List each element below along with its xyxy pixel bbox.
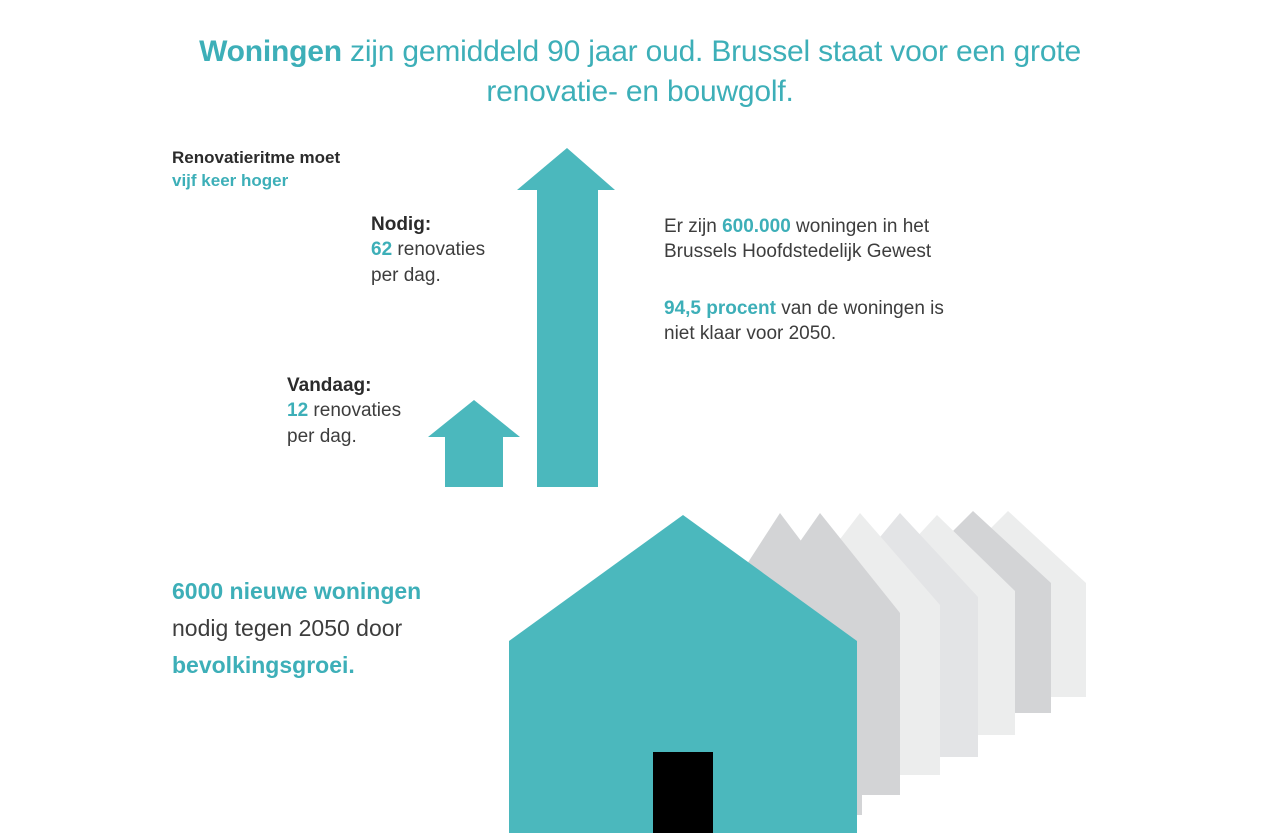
stock-pre: Er zijn (664, 216, 723, 237)
page-title: Woningen zijn gemiddeld 90 jaar oud. Bru… (150, 32, 1130, 112)
background-house-icon-3 (832, 513, 978, 757)
featured-house-icon (509, 515, 857, 833)
stock-post: woningen in het (790, 216, 930, 237)
today-line-3: per dag. (287, 425, 357, 447)
featured-house-group (509, 515, 857, 833)
readiness-post: van de woningen is (775, 298, 944, 319)
background-house-icon-4 (869, 515, 1015, 735)
needed-line-3: per dag. (371, 264, 441, 286)
background-house-icon-0 (712, 513, 862, 815)
housing-stock-paragraph: Er zijn 600.000 woningen in het Brussels… (664, 214, 1034, 265)
readiness-paragraph: 94,5 procent van de woningen is niet kla… (664, 296, 1034, 347)
background-house-icon-5 (905, 511, 1051, 713)
population-growth-paragraph: 6000 nieuwe woningen nodig tegen 2050 do… (172, 573, 512, 683)
renovation-rate-line-1: Renovatieritme moet (172, 148, 341, 167)
growth-line-2: nodig tegen 2050 door (172, 614, 403, 641)
growth-line-3: bevolkingsgroei. (172, 651, 355, 678)
readiness-value: 94,5 procent (664, 298, 776, 319)
background-house-icon-1 (752, 513, 900, 795)
background-house-icon-6 (940, 511, 1086, 697)
needed-heading: Nodig: (371, 214, 432, 235)
stock-value: 600.000 (722, 216, 791, 237)
growth-line-1: 6000 nieuwe woningen (172, 578, 422, 604)
page-title-highlight: Woningen (199, 35, 342, 68)
renovation-rate-line-2: vijf keer hoger (172, 170, 289, 190)
needed-unit: renovaties (392, 239, 486, 261)
page-title-rest: zijn gemiddeld 90 jaar oud. Brussel staa… (341, 35, 1081, 108)
today-unit: renovaties (308, 400, 402, 422)
needed-value: 62 (371, 239, 393, 261)
today-value: 12 (287, 400, 309, 422)
background-house-group (712, 511, 1086, 815)
today-heading: Vandaag: (287, 375, 372, 396)
needed-label: Nodig: 62 renovaties per dag. (371, 212, 601, 288)
house-door-icon (653, 752, 713, 833)
needed-arrow-icon (517, 148, 615, 487)
today-label: Vandaag: 12 renovaties per dag. (287, 373, 517, 449)
renovation-rate-label: Renovatieritme moet vijf keer hoger (172, 147, 472, 192)
stock-line-2: Brussels Hoofdstedelijk Gewest (664, 241, 932, 263)
background-house-icon-2 (792, 513, 940, 775)
readiness-line-2: niet klaar voor 2050. (664, 323, 837, 345)
